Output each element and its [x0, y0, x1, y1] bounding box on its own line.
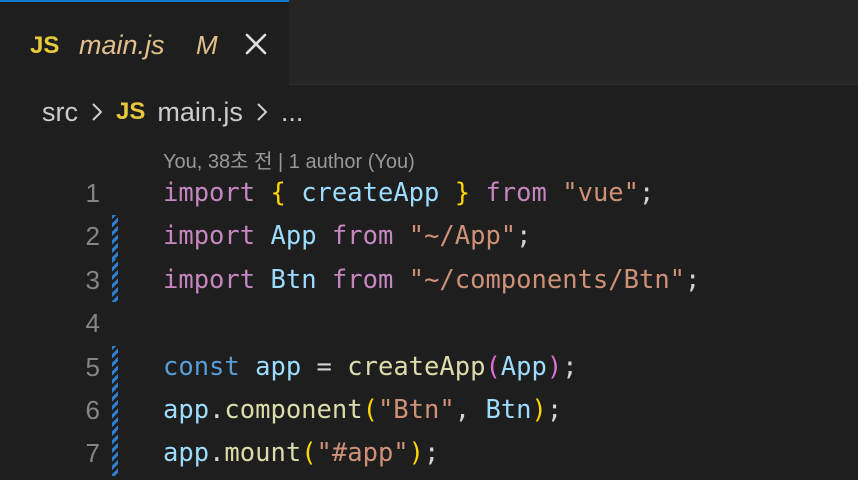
code-text: const app = createApp(App);: [163, 351, 578, 382]
modified-line-marker[interactable]: [112, 432, 118, 476]
code-text: import Btn from "~/components/Btn";: [163, 264, 701, 295]
code-line: 5 const app = createApp(App);: [0, 345, 858, 389]
line-number: 4: [85, 308, 100, 339]
js-file-icon: JS: [116, 98, 146, 125]
line-number: 3: [85, 264, 100, 295]
close-icon[interactable]: [240, 28, 272, 60]
modified-line-marker[interactable]: [112, 258, 118, 303]
breadcrumb-more[interactable]: ...: [280, 96, 304, 127]
modified-indicator: M: [196, 30, 218, 60]
modified-line-marker[interactable]: [112, 345, 118, 389]
line-number: 1: [85, 178, 100, 208]
tab-file-name: main.js: [79, 30, 165, 60]
line-number: 2: [85, 221, 100, 252]
code-line: 7 app.mount("#app");: [0, 432, 858, 476]
line-number: 5: [85, 351, 100, 382]
code-line: 1 import { createApp } from "vue";: [0, 172, 858, 215]
modified-line-marker[interactable]: [112, 388, 118, 433]
js-file-icon: JS: [30, 32, 60, 59]
code-text: app.mount("#app");: [163, 438, 440, 469]
code-editor[interactable]: 1 import { createApp } from "vue"; 2 imp…: [0, 172, 858, 476]
tab-main-js[interactable]: JS main.js M: [0, 0, 289, 85]
code-line: 6 app.component("Btn", Btn);: [0, 388, 858, 433]
git-blame-codelens[interactable]: You, 38초 전 | 1 author (You): [163, 151, 415, 173]
modified-line-marker[interactable]: [112, 215, 118, 259]
chevron-right-icon: [92, 103, 103, 121]
breadcrumb-folder-src[interactable]: src: [42, 96, 78, 127]
code-text: app.component("Btn", Btn);: [163, 394, 563, 425]
code-line: 2 import App from "~/App";: [0, 215, 858, 259]
chevron-right-icon: [257, 103, 268, 121]
breadcrumb-file-main-js[interactable]: main.js: [157, 96, 243, 127]
tab-bar: JS main.js M: [0, 0, 858, 85]
breadcrumb: src JS main.js ...: [42, 94, 303, 130]
line-number: 6: [85, 394, 100, 425]
code-text: import { createApp } from "vue";: [163, 178, 655, 208]
line-number: 7: [85, 438, 100, 469]
code-line: 4: [0, 302, 858, 345]
code-line: 3 import Btn from "~/components/Btn";: [0, 258, 858, 303]
code-text: import App from "~/App";: [163, 221, 532, 252]
